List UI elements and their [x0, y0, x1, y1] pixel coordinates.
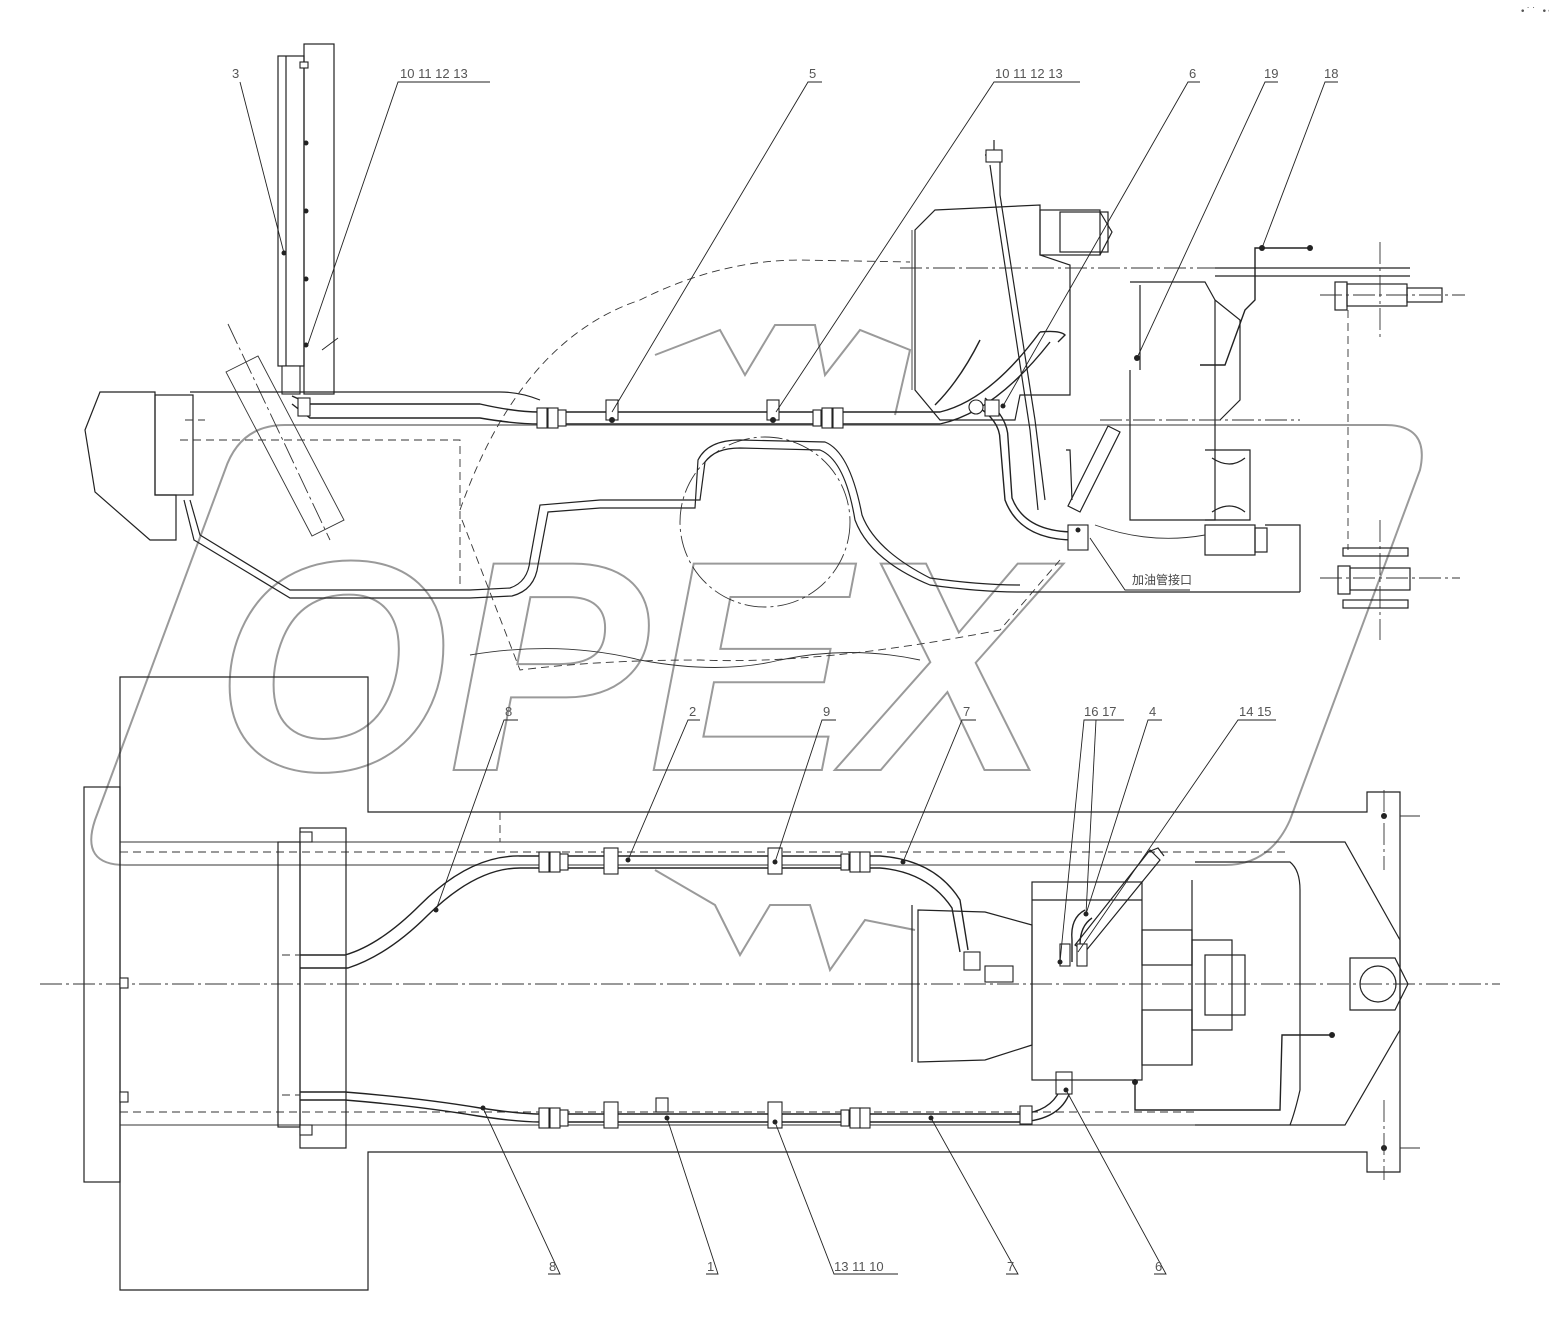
watermark-text: OPEX — [215, 498, 1064, 834]
leader-lines — [239, 81, 1338, 1275]
callout-7-middle: 7 — [963, 704, 970, 719]
callout-16-17-middle: 16 17 — [1084, 704, 1117, 719]
callout-6-bottom: 6 — [1155, 1259, 1162, 1274]
callout-4-middle: 4 — [1149, 704, 1156, 719]
watermark: OPEX — [90, 324, 1423, 973]
callout-8-bottom: 8 — [549, 1259, 556, 1274]
callout-8-middle: 8 — [505, 704, 512, 719]
callout-10-13-top-right: 10 11 12 13 — [995, 66, 1063, 81]
callout-13-10-bottom: 13 11 10 — [834, 1259, 884, 1274]
callout-9-middle: 9 — [823, 704, 830, 719]
filler-port-note: 加油管接口 — [1132, 572, 1192, 587]
callout-10-13-top-left: 10 11 12 13 — [400, 66, 468, 81]
callout-5-top: 5 — [809, 66, 816, 81]
callout-1-bottom: 1 — [707, 1259, 714, 1274]
callout-18-top: 18 — [1324, 66, 1338, 81]
corner-mark: •˙˙ ••• — [1520, 7, 1549, 17]
callout-6-top: 6 — [1189, 66, 1196, 81]
callout-3-top: 3 — [232, 66, 239, 81]
callout-7-bottom: 7 — [1007, 1259, 1014, 1274]
callout-14-15-middle: 14 15 — [1239, 704, 1272, 719]
top-view — [84, 43, 1465, 671]
callout-19-top: 19 — [1264, 66, 1278, 81]
callout-2-middle: 2 — [689, 704, 696, 719]
bottom-view — [40, 676, 1500, 1291]
callout-labels: 3 10 11 12 13 5 10 11 12 13 6 19 18 8 2 … — [232, 66, 1338, 1274]
